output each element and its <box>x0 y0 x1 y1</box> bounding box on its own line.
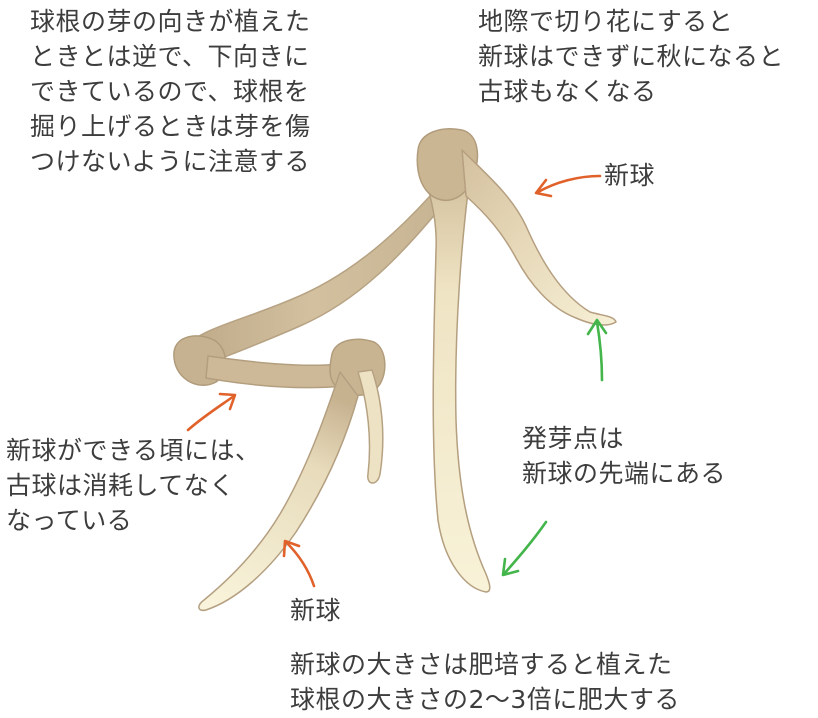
annotation-line: ときとは逆で、下向きに <box>30 39 311 74</box>
annotation-bulb-direction: 球根の芽の向きが植えた ときとは逆で、下向きに できているので、球根を 掘り上げ… <box>30 4 311 179</box>
arrow-growing-point-top <box>588 320 606 380</box>
annotation-bulb-size: 新球の大きさは肥培すると植えた 球根の大きさの2～3倍に肥大する <box>290 647 680 717</box>
arrow-new-bulb-top <box>536 176 600 196</box>
annotation-line: できているので、球根を <box>30 74 311 109</box>
annotation-line: 新球 <box>604 158 655 193</box>
label-new-bulb-bottom: 新球 <box>290 593 341 628</box>
annotation-line: 古球は消耗してなく <box>6 468 261 503</box>
annotation-line: 地際で切り花にすると <box>478 4 784 39</box>
lower-stub <box>358 370 383 483</box>
annotation-old-bulb-consumed: 新球ができる頃には、 古球は消耗してなく なっている <box>6 433 261 538</box>
annotation-line: 新球ができる頃には、 <box>6 433 261 468</box>
annotation-line: 古球もなくなる <box>478 74 784 109</box>
stolon-lower <box>206 356 344 388</box>
annotation-line: 球根の芽の向きが植えた <box>30 4 311 39</box>
annotation-line: 球根の大きさの2～3倍に肥大する <box>290 682 680 717</box>
annotation-line: 新球はできずに秋になると <box>478 39 784 74</box>
annotation-growing-point: 発芽点は 新球の先端にある <box>522 421 726 491</box>
arrow-growing-point-bottom <box>503 522 546 575</box>
annotation-line: なっている <box>6 503 261 538</box>
annotation-line: 新球 <box>290 593 341 628</box>
annotation-cut-at-ground: 地際で切り花にすると 新球はできずに秋になると 古球もなくなる <box>478 4 784 109</box>
arrow-old-bulb <box>188 394 235 430</box>
annotation-line: 掘り上げるときは芽を傷 <box>30 109 311 144</box>
annotation-line: 新球の大きさは肥培すると植えた <box>290 647 680 682</box>
label-new-bulb-top: 新球 <box>604 158 655 193</box>
annotation-line: 新球の先端にある <box>522 456 726 491</box>
arrow-new-bulb-bottom <box>284 541 314 586</box>
annotation-line: つけないように注意する <box>30 144 311 179</box>
annotation-line: 発芽点は <box>522 421 726 456</box>
